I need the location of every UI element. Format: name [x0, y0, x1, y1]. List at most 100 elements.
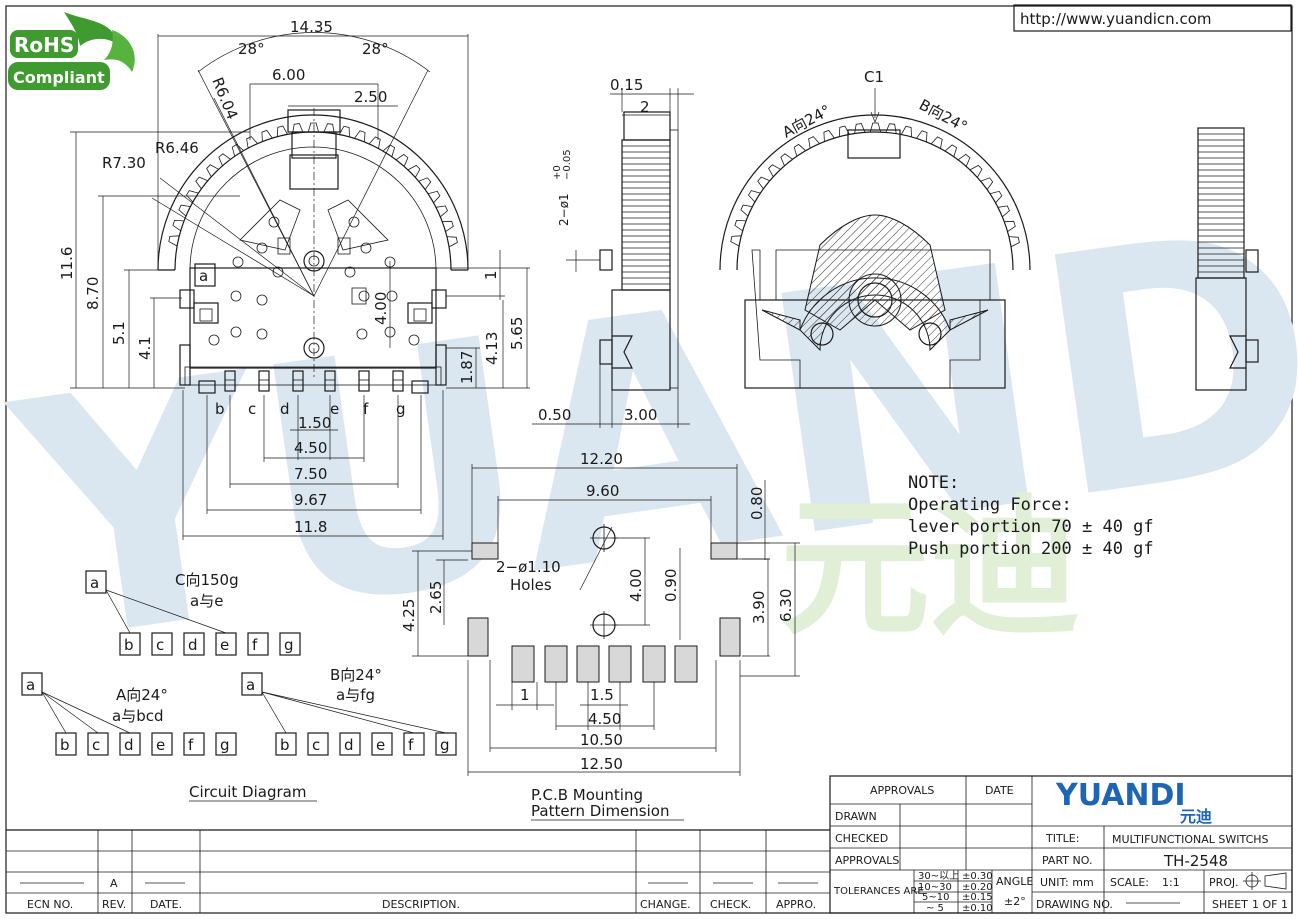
- circuit-pin-label: e: [220, 636, 229, 654]
- tb-unit: UNIT: mm: [1040, 876, 1094, 889]
- side-view: 2−ø1 +0 −0.05 0.15 2 0.50 3.00: [532, 76, 694, 428]
- dim-r6-46: R6.46: [155, 139, 199, 157]
- logo-cjk: 元迪: [1180, 807, 1212, 826]
- right-side-view: [1195, 127, 1259, 391]
- front-label-a: a: [199, 267, 208, 285]
- tol-r2b: ±0.20: [962, 882, 993, 893]
- dim-1-87: 1.87: [458, 351, 476, 384]
- dim-angle-right: 28°: [362, 40, 389, 58]
- circuit-pin-label: b: [280, 736, 290, 754]
- tb-proj: PROJ.: [1209, 876, 1239, 889]
- dim-5-65: 5.65: [508, 317, 526, 350]
- dim-0-80: 0.80: [748, 487, 766, 520]
- circuit-caption: Circuit Diagram: [189, 783, 306, 801]
- url-box: [1013, 4, 1292, 32]
- dim-8-70: 8.70: [84, 277, 102, 310]
- dim-0-50: 0.50: [538, 406, 571, 424]
- note-line2: lever portion 70 ± 40 gf: [908, 517, 1154, 537]
- circuit-pin-box: [151, 732, 173, 756]
- dim-14-35: 14.35: [290, 18, 333, 36]
- front-pin-b: b: [215, 400, 225, 418]
- circuit-pin-box: [183, 632, 205, 656]
- tb-part-label: PART NO.: [1042, 854, 1092, 867]
- circuit-pin-box: [247, 632, 269, 656]
- col-description: DESCRIPTION.: [382, 898, 460, 911]
- dim-4-50: 4.50: [294, 439, 327, 457]
- pcb-pattern: 2−ø1.10 Holes 12.20 9.60 0.80 4.25 2.65 …: [400, 450, 800, 821]
- front-pin-g: g: [396, 400, 406, 418]
- dim-angle-left: 28°: [238, 40, 265, 58]
- tol-r1b: ±0.30: [962, 871, 993, 882]
- circuit-c-sub: a与e: [190, 592, 223, 610]
- dim-4-13: 4.13: [483, 332, 501, 365]
- dim-3-90: 3.90: [750, 591, 768, 624]
- dim-4-00: 4.00: [372, 292, 390, 325]
- rohs-top: RoHS: [14, 33, 74, 57]
- circuit-pin-label: d: [344, 736, 354, 754]
- rohs-badge: RoHS Compliant: [8, 12, 135, 90]
- back-b-dir: B向24°: [916, 96, 970, 136]
- tb-tolerances: TOLERANCES ARE: [833, 886, 924, 897]
- dim-4-25: 4.25: [400, 599, 418, 632]
- col-date: DATE.: [150, 898, 182, 911]
- tb-title-label: TITLE:: [1045, 832, 1079, 845]
- col-check: CHECK.: [710, 898, 751, 911]
- dim-r7-30: R7.30: [102, 154, 146, 172]
- url-text[interactable]: http://www.yuandicn.com: [1020, 10, 1211, 28]
- wheel-teeth: [168, 122, 458, 248]
- tb-drawn: DRAWN: [835, 810, 877, 823]
- pcb-holes-label: Holes: [510, 576, 552, 594]
- circuit-pin-label: g: [220, 736, 230, 754]
- dim-1: 1: [482, 270, 500, 280]
- col-change: CHANGE.: [640, 898, 691, 911]
- projection-icon: [1243, 872, 1287, 890]
- circuit-a-sub: a与bcd: [112, 707, 163, 725]
- tb-approvals: APPROVALS: [870, 784, 934, 797]
- dim-11-6: 11.6: [58, 247, 76, 280]
- dim-0-15: 0.15: [610, 76, 643, 94]
- dim-4-00-pcb: 4.00: [627, 569, 645, 602]
- dim-2: 2: [640, 98, 650, 116]
- dim-7-50: 7.50: [294, 465, 327, 483]
- circuit-c-title: C向150g: [175, 571, 239, 589]
- side-hole-label: 2−ø1: [557, 193, 571, 226]
- leaf-icon: [64, 12, 118, 46]
- tb-sheet: SHEET: [1212, 898, 1248, 911]
- circuit-pin-box: [339, 732, 361, 756]
- dim-2-50: 2.50: [354, 88, 387, 106]
- front-pin-e: e: [330, 400, 339, 418]
- dim-1-5: 1.5: [590, 686, 614, 704]
- circuit-pin-label: f: [188, 736, 194, 754]
- circuit-pin-label: c: [92, 736, 100, 754]
- tol-r3a: 5~10: [922, 892, 949, 903]
- circuit-pin-label: e: [376, 736, 385, 754]
- dim-11-8: 11.8: [294, 518, 327, 536]
- back-c1: C1: [864, 68, 884, 86]
- note: NOTE: Operating Force: lever portion 70 …: [908, 473, 1154, 559]
- dim-6-00: 6.00: [272, 66, 305, 84]
- dim-6-30: 6.30: [777, 589, 795, 622]
- dim-9-60: 9.60: [586, 482, 619, 500]
- tol-r2a: 10~30: [918, 882, 952, 893]
- logo-text: YUANDI: [1055, 778, 1186, 813]
- circuit-pin-box: [307, 732, 329, 756]
- circuit-pin-label: b: [124, 636, 134, 654]
- pcb-title-1: P.C.B Mounting: [531, 786, 643, 804]
- tol-r3b: ±0.15: [962, 892, 993, 903]
- back-a-dir: A向24°: [779, 101, 833, 141]
- leaf-icon-2: [104, 30, 135, 72]
- circuit-pin-box: [371, 732, 393, 756]
- front-pin-f: f: [363, 400, 369, 418]
- watermark-text: YUANDI: [0, 139, 1298, 718]
- tb-angle: ANGLE: [996, 875, 1033, 888]
- circuit-a-a: a: [26, 676, 35, 694]
- sheet-border: [5, 5, 1293, 914]
- circuit-c-a: a: [90, 574, 99, 592]
- dim-9-67: 9.67: [294, 491, 327, 509]
- col-ecn: ECN NO.: [27, 898, 73, 911]
- dim-0-90: 0.90: [662, 569, 680, 602]
- col-rev: REV.: [102, 898, 126, 911]
- dim-12-20: 12.20: [580, 450, 623, 468]
- circuit-b-sub: a与fg: [336, 686, 375, 704]
